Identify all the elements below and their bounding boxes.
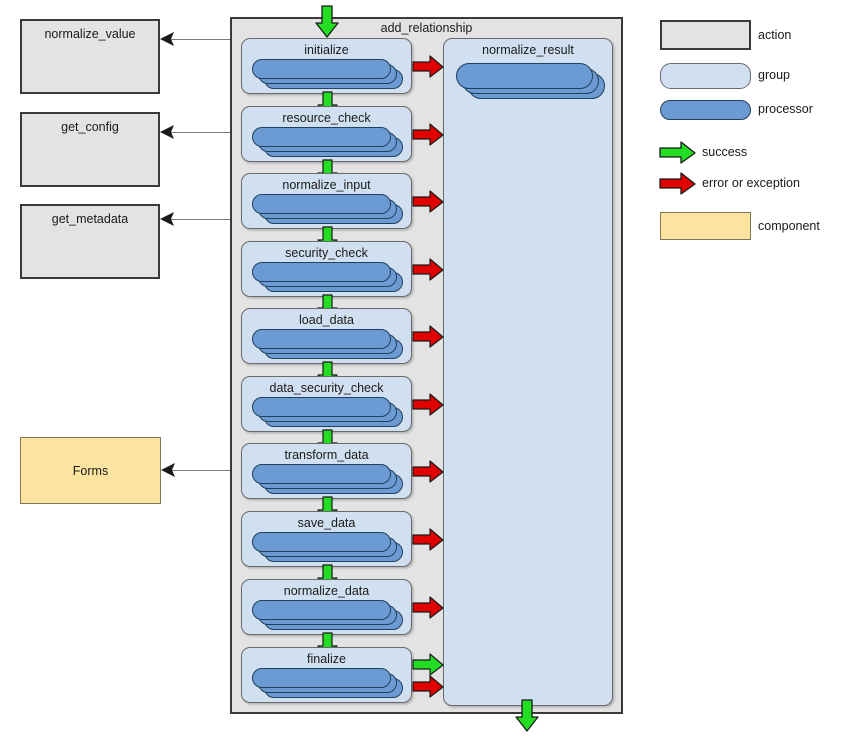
- container-title: add_relationship: [380, 21, 473, 35]
- group-label: resource_check: [282, 111, 371, 125]
- processor-shape[interactable]: [252, 600, 391, 620]
- processor-shape[interactable]: [252, 59, 391, 79]
- legend-arrow-success: [659, 141, 696, 164]
- group-step-security-check[interactable]: security_check: [241, 241, 412, 297]
- exit-arrow-success: [515, 699, 539, 732]
- group-step-normalize-input[interactable]: normalize_input: [241, 173, 412, 229]
- step-error-arrow-finalize: [412, 675, 444, 698]
- processor-stack: [252, 395, 404, 429]
- processor-stack: [252, 192, 404, 226]
- legend-swatch-component: [660, 212, 751, 240]
- group-label: security_check: [285, 246, 368, 260]
- group-step-save-data[interactable]: save_data: [241, 511, 412, 567]
- action-box-normalize-value[interactable]: normalize_value: [20, 19, 160, 94]
- processor-stack: [252, 530, 404, 564]
- connector-arrowhead-forms: [161, 463, 175, 477]
- step-error-arrow-initialize: [412, 55, 444, 78]
- group-step-load-data[interactable]: load_data: [241, 308, 412, 364]
- processor-stack: [252, 666, 404, 700]
- legend-swatch-action: [660, 20, 751, 50]
- step-error-arrow-normalize-data: [412, 596, 444, 619]
- group-step-data-security-check[interactable]: data_security_check: [241, 376, 412, 432]
- legend-swatch-group: [660, 63, 751, 89]
- group-label: normalize_result: [482, 43, 574, 57]
- connector-arrowhead-get-metadata: [160, 212, 174, 226]
- component-box-forms[interactable]: Forms: [20, 437, 161, 504]
- group-label: normalize_input: [282, 178, 371, 192]
- group-label: finalize: [307, 652, 346, 666]
- processor-shape[interactable]: [456, 63, 593, 89]
- group-label: load_data: [299, 313, 354, 327]
- step-error-arrow-security-check: [412, 258, 444, 281]
- group-step-normalize-data[interactable]: normalize_data: [241, 579, 412, 635]
- group-label: normalize_data: [283, 584, 370, 598]
- step-error-arrow-resource-check: [412, 123, 444, 146]
- group-label: data_security_check: [269, 381, 384, 395]
- processor-stack: [252, 57, 404, 91]
- action-label: get_config: [61, 120, 119, 134]
- processor-shape[interactable]: [252, 668, 391, 688]
- action-label: normalize_value: [44, 27, 136, 41]
- processor-shape[interactable]: [252, 194, 391, 214]
- entry-arrow-success: [315, 5, 339, 38]
- step-error-arrow-transform-data: [412, 460, 444, 483]
- processor-shape[interactable]: [252, 329, 391, 349]
- legend-label-processor: processor: [758, 102, 813, 116]
- legend-label-component: component: [758, 219, 820, 233]
- connector-line-normalize-value: [168, 39, 230, 40]
- action-box-get-config[interactable]: get_config: [20, 112, 160, 187]
- processor-shape[interactable]: [252, 532, 391, 552]
- legend-swatch-processor: [660, 100, 751, 120]
- legend-label-error: error or exception: [702, 176, 800, 190]
- processor-shape[interactable]: [252, 127, 391, 147]
- connector-line-forms: [169, 470, 244, 471]
- processor-stack: [252, 327, 404, 361]
- group-normalize-result[interactable]: normalize_result: [443, 38, 613, 706]
- legend-label-group: group: [758, 68, 790, 82]
- group-step-finalize[interactable]: finalize: [241, 647, 412, 703]
- processor-stack: [252, 125, 404, 159]
- step-error-arrow-data-security-check: [412, 393, 444, 416]
- processor-stack: [252, 260, 404, 294]
- processor-shape[interactable]: [252, 262, 391, 282]
- step-error-arrow-load-data: [412, 325, 444, 348]
- group-step-transform-data[interactable]: transform_data: [241, 443, 412, 499]
- group-step-initialize[interactable]: initialize: [241, 38, 412, 94]
- processor-stack-normalize-result: [456, 59, 606, 105]
- connector-line-get-metadata: [168, 219, 230, 220]
- processor-stack: [252, 598, 404, 632]
- connector-line-get-config: [168, 132, 230, 133]
- legend-label-success: success: [702, 145, 748, 159]
- processor-shape[interactable]: [252, 397, 391, 417]
- legend-arrow-error: [659, 172, 696, 195]
- action-box-get-metadata[interactable]: get_metadata: [20, 204, 160, 279]
- group-label: initialize: [304, 43, 349, 57]
- step-success-arrow-finalize: [412, 653, 444, 676]
- group-label: transform_data: [284, 448, 369, 462]
- component-label: Forms: [72, 463, 109, 478]
- connector-arrowhead-get-config: [160, 125, 174, 139]
- step-error-arrow-normalize-input: [412, 190, 444, 213]
- step-error-arrow-save-data: [412, 528, 444, 551]
- group-step-resource-check[interactable]: resource_check: [241, 106, 412, 162]
- processor-stack: [252, 462, 404, 496]
- connector-arrowhead-normalize-value: [160, 32, 174, 46]
- legend-label-action: action: [758, 28, 792, 42]
- processor-shape[interactable]: [252, 464, 391, 484]
- action-label: get_metadata: [51, 212, 129, 226]
- group-label: save_data: [297, 516, 356, 530]
